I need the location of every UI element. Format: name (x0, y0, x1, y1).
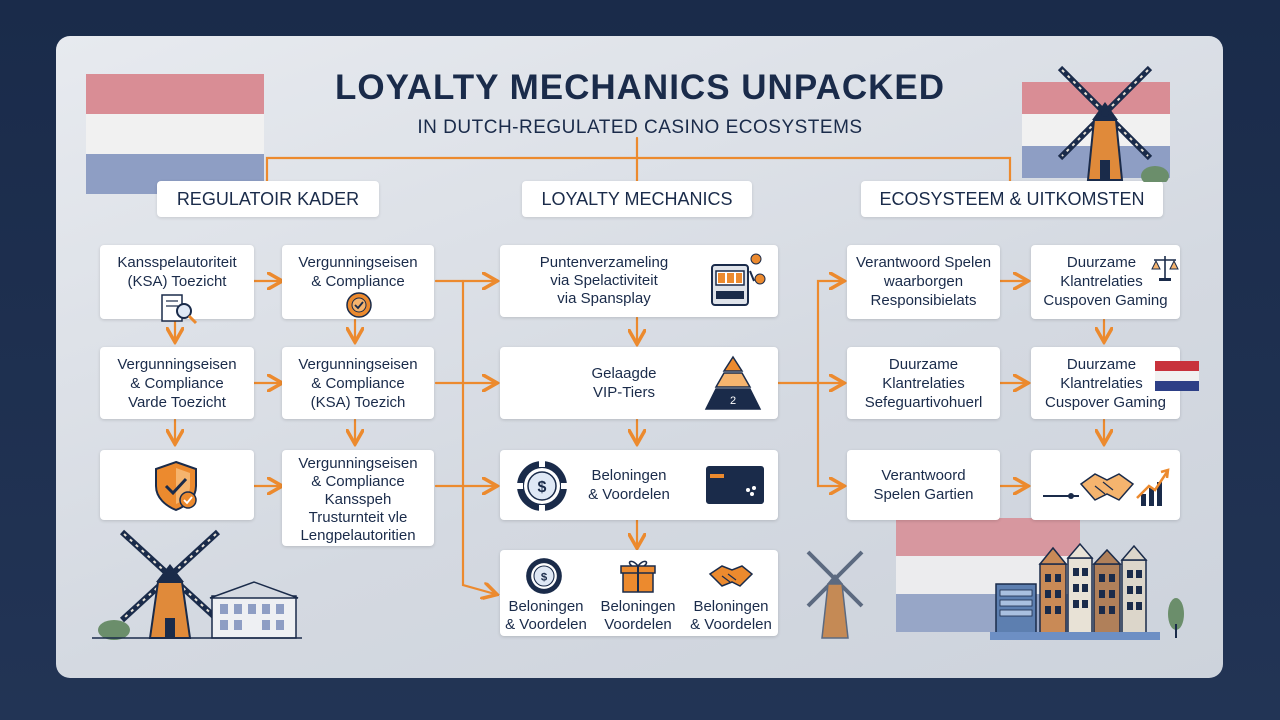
windmill-top-right-icon (1057, 65, 1169, 182)
page-subtitle: IN DUTCH-REGULATED CASINO ECOSYSTEMS (417, 117, 863, 138)
box-shield (100, 450, 254, 520)
box-line: Trusturnteit vle (308, 509, 408, 526)
box-beloningen: Beloningen & Voordelen $ (500, 450, 778, 520)
box-line: Duurzame (1066, 254, 1137, 271)
box-line: Cuspoven Gaming (1043, 292, 1168, 309)
reward-label-1: Beloningen & Voordelen (500, 598, 592, 634)
box-line: Verantwoord (881, 467, 966, 484)
box-growth (1031, 450, 1180, 520)
reward-label-3: Beloningen & Voordelen (684, 598, 778, 634)
gift-box-icon (620, 560, 656, 593)
shield-check-icon (155, 460, 197, 512)
box-line: Vergunningseisen (298, 356, 418, 373)
box-line: & Voordelen (505, 616, 587, 633)
dutch-flag-top-left (86, 74, 264, 194)
vip-pyramid-icon: 2 (704, 355, 762, 410)
box-line: Klantrelaties (1060, 375, 1143, 392)
vip-tier-number: 2 (730, 395, 736, 407)
box-line: & Voordelen (690, 616, 772, 633)
box-line: Vergunningseisen (298, 455, 418, 472)
box-line: Spelen Gartien (873, 486, 974, 503)
page-title: LOYALTY MECHANICS UNPACKED (334, 68, 946, 107)
loyalty-card-icon (706, 466, 764, 504)
box-line: Kansspeh (324, 491, 392, 508)
box-line: Duurzame (1066, 356, 1137, 373)
box-line: Sefeguartivohuerl (864, 394, 983, 411)
box-line: Klantrelaties (882, 375, 965, 392)
box-line: (KSA) Toezicht (127, 273, 227, 290)
box-line: Voordelen (604, 616, 672, 633)
box-line: via Spansplay (557, 290, 651, 307)
box-line: VIP-Tiers (593, 384, 655, 401)
handshake-icon (708, 565, 754, 587)
box-line: Lengpelautoritien (300, 527, 416, 544)
box-puntenverzameling: Puntenverzameling via Spelactiviteit via… (500, 245, 778, 317)
box-line: (KSA) Toezich (310, 394, 406, 411)
box-line: Vergunningseisen (117, 356, 237, 373)
box-vergunningseisen-2: Vergunningseisen & Compliance Varde Toez… (100, 347, 254, 419)
box-verantwoord-spelen-2: Verantwoord Spelen Gartien (847, 450, 1000, 520)
box-line: Kansspelautoriteit (117, 254, 237, 271)
box-line: Puntenverzameling (539, 254, 669, 271)
box-line: Varde Toezicht (128, 394, 226, 411)
compliance-badge-icon (346, 292, 372, 318)
box-line: Responsibielats (870, 292, 977, 309)
reward-label-2: Beloningen Voordelen (592, 598, 684, 634)
windmill-bottom-middle-icon (806, 550, 864, 639)
handshake-growth-icon (1043, 468, 1170, 506)
box-vergunningseisen-1: Vergunningseisen & Compliance (282, 245, 434, 319)
box-line: & Compliance (311, 273, 405, 290)
box-line: Verantwoord Spelen (855, 254, 992, 271)
column-header-ecosysteem: ECOSYSTEEM & UITKOMSTEN (861, 181, 1163, 217)
box-line: & Compliance (311, 473, 405, 490)
casino-chip-icon: $ (526, 558, 562, 594)
svg-text:$: $ (541, 571, 548, 583)
box-line: via Spelactiviteit (550, 272, 658, 289)
box-line: Vergunningseisen (298, 254, 418, 271)
box-ksa-toezicht: Kansspelautoriteit (KSA) Toezicht (100, 245, 254, 325)
box-duurzame-klantrelaties-2: Duurzame Klantrelaties Sefeguartivohuerl (847, 347, 1000, 419)
box-beloningen-row: $ Beloningen & Voordelen Beloningen Voor… (500, 550, 778, 636)
canal-houses-icon (990, 542, 1184, 640)
box-line: waarborgen (883, 273, 964, 290)
box-duurzame-klantrelaties-3: Duurzame Klantrelaties Cuspover Gaming (1031, 347, 1199, 419)
dutch-flag-small (1155, 361, 1199, 391)
box-duurzame-klantrelaties-1: Duurzame Klantrelaties Cuspoven Gaming (1031, 245, 1180, 319)
slot-machine-icon (711, 253, 766, 306)
box-vip-tiers: Gelaagde VIP-Tiers 2 (500, 347, 778, 419)
windmill-bottom-left-icon (92, 529, 302, 640)
box-line: Gelaagde (591, 365, 657, 382)
box-vergunningseisen-4: Vergunningseisen & Compliance Kansspeh T… (282, 450, 434, 546)
box-line: Beloningen (591, 467, 667, 484)
box-line: & Voordelen (588, 486, 670, 503)
box-line: Beloningen (693, 598, 769, 615)
box-vergunningseisen-3: Vergunningseisen & Compliance (KSA) Toez… (282, 347, 434, 419)
scales-icon (1151, 256, 1179, 281)
box-line: Beloningen (600, 598, 676, 615)
box-line: Klantrelaties (1060, 273, 1143, 290)
box-verantwoord-spelen: Verantwoord Spelen waarborgen Responsibi… (847, 245, 1000, 319)
svg-text:$: $ (538, 479, 547, 496)
box-line: Beloningen (508, 598, 584, 615)
box-line: & Compliance (130, 375, 224, 392)
column-header-loyalty-mechanics: LOYALTY MECHANICS (522, 181, 752, 217)
column-header-regulatoir-kader: REGULATOIR KADER (157, 181, 379, 217)
magnifier-document-icon (161, 294, 198, 325)
box-line: & Compliance (311, 375, 405, 392)
box-line: Duurzame (888, 356, 959, 373)
casino-chip-icon: $ (517, 461, 567, 511)
box-line: Cuspover Gaming (1045, 394, 1166, 411)
